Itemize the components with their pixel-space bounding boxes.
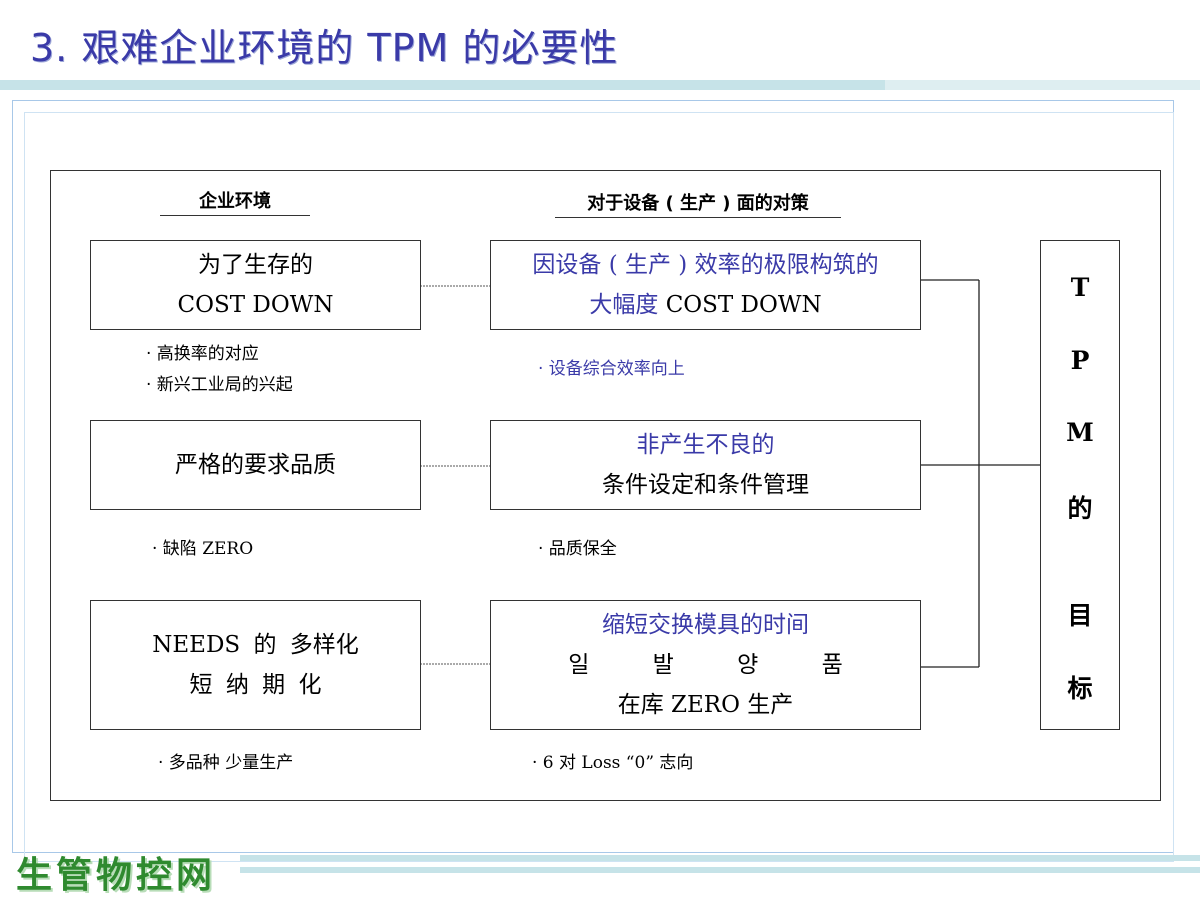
env-box-line: NEEDS 的 多样化 xyxy=(152,632,359,658)
measure-box-efficiency: 因设备 ( 生产 ) 效率的极限构筑的 大幅度 COST DOWN xyxy=(490,240,921,330)
measure-bullet: · 6 对 Loss “0” 志向 xyxy=(532,753,694,773)
env-box-line: COST DOWN xyxy=(177,292,334,318)
measure-box-line: 因设备 ( 生产 ) 效率的极限构筑的 xyxy=(532,252,879,278)
env-box-needs: NEEDS 的 多样化 短 纳 期 化 xyxy=(90,600,421,730)
tpm-goal-box: T P M 的 目 标 xyxy=(1040,240,1120,730)
measure-box-line: 非产生不良的 xyxy=(636,432,775,458)
env-box-line: 严格的要求品质 xyxy=(175,452,336,478)
measure-box-line: 大幅度 COST DOWN xyxy=(589,292,822,318)
goal-char: 的 xyxy=(1067,494,1093,523)
header-equipment-measures: 对于设备 ( 生产 ) 面的对策 xyxy=(555,189,841,218)
measure-bullet: · 设备综合效率向上 xyxy=(538,359,685,379)
env-bullet: · 高换率的对应 xyxy=(146,344,259,364)
measure-bullet: · 品质保全 xyxy=(538,539,617,559)
measure-box-line: 条件设定和条件管理 xyxy=(602,472,809,498)
env-bullet: · 新兴工业局的兴起 xyxy=(146,375,293,395)
env-box-line: 为了生存的 xyxy=(198,252,313,278)
measure-box-line: 在库 ZERO 生产 xyxy=(617,692,794,718)
goal-char: 目 xyxy=(1067,601,1093,630)
goal-char: M xyxy=(1066,418,1094,447)
env-bullet: · 缺陷 ZERO xyxy=(152,539,254,559)
env-box-cost-down: 为了生存的 COST DOWN xyxy=(90,240,421,330)
goal-char: P xyxy=(1070,346,1090,375)
footer-logo: 生管物控网 xyxy=(16,854,217,896)
measure-box-line: 일 발 양 품 xyxy=(568,652,871,678)
goal-char: T xyxy=(1070,273,1090,302)
title-underline-bar-light xyxy=(885,80,1200,90)
env-bullet: · 多品种 少量生产 xyxy=(158,753,294,773)
footer-bar xyxy=(240,855,1200,861)
header-enterprise-environment: 企业环境 xyxy=(160,187,310,216)
content-frame-inner xyxy=(24,112,1174,862)
slide-title: 3. 艰难企业环境的 TPM 的必要性 xyxy=(30,26,619,70)
footer-bar xyxy=(240,867,1200,873)
measure-box-line: 缩短交换模具的时间 xyxy=(602,612,809,638)
goal-char: 标 xyxy=(1067,674,1093,703)
env-box-line: 短 纳 期 化 xyxy=(189,672,322,698)
env-box-quality: 严格的要求品质 xyxy=(90,420,421,510)
title-underline-bar xyxy=(0,80,885,90)
measure-box-changeover: 缩短交换模具的时间 일 발 양 품 在库 ZERO 生产 xyxy=(490,600,921,730)
measure-box-conditions: 非产生不良的 条件设定和条件管理 xyxy=(490,420,921,510)
